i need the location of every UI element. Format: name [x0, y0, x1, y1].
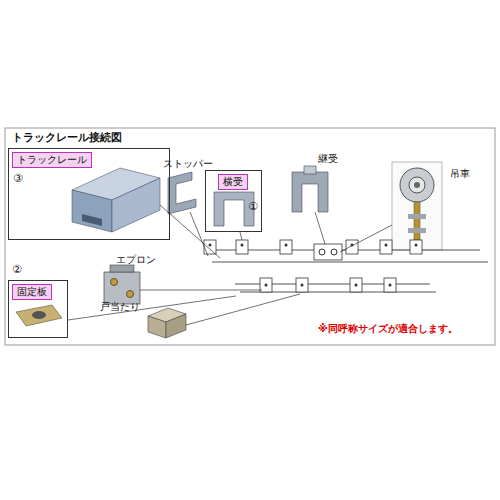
part-name-tag: 横受 — [218, 174, 248, 190]
part-name-tag: 固定板 — [12, 284, 52, 300]
part-name: 固定板 — [17, 286, 47, 298]
part-label: 戸当たり — [100, 301, 140, 313]
part-frame: ① 横受 — [205, 170, 262, 232]
diagram-title: トラックレール接続図 — [12, 132, 122, 144]
part-label: 吊車 — [450, 168, 470, 180]
part-label: 継受 — [318, 153, 338, 165]
part-name: 横受 — [223, 176, 243, 188]
part-label: エプロン — [116, 254, 156, 266]
callout-number: ③ — [13, 173, 23, 185]
part-label: ストッパー — [163, 158, 213, 170]
part-frame: ③ トラックレール — [8, 148, 170, 240]
callout-number: ② — [12, 264, 22, 276]
callout-number: ① — [248, 201, 258, 213]
part-name-tag: トラックレール — [12, 152, 92, 168]
part-frame: ②固定板 — [8, 280, 68, 338]
note: ※同呼称サイズが適合します。 — [318, 323, 458, 335]
part-name: トラックレール — [17, 154, 87, 166]
